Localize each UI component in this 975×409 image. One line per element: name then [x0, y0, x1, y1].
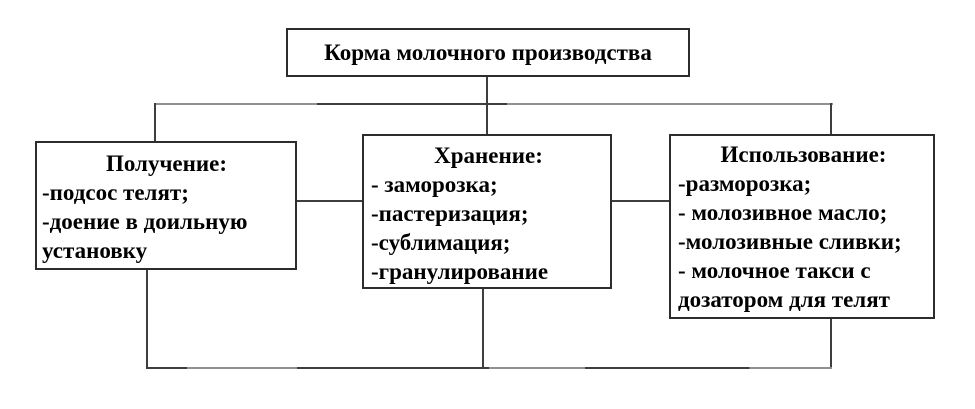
list-item: -доение в доильную установку [42, 209, 248, 263]
storage-node-title: Хранение: [434, 143, 543, 168]
connector-obtaining-to-bottom-line [146, 269, 148, 369]
list-item: -разморозка; [678, 171, 812, 196]
obtaining-node-items: -подсос телят; -доение в доильную устано… [42, 178, 291, 265]
connector-storage-to-bottom-line [482, 288, 484, 369]
list-item: -пастеризация; [371, 201, 529, 226]
connector-root-to-storage-line [486, 77, 488, 135]
list-item: -сублимация; [371, 230, 511, 255]
connector-bottom-return-line [146, 367, 832, 369]
connector-usage-to-bottom-line [830, 318, 832, 369]
connector-storage-usage-line [612, 200, 669, 202]
list-item: - заморозка; [371, 172, 498, 197]
connector-top-to-obtaining-line [154, 103, 156, 142]
list-item: -подсос телят; [42, 180, 189, 205]
root-node-title: Корма молочного производства [324, 39, 652, 65]
usage-node-title: Использование: [720, 142, 887, 167]
list-item: - молозивное масло; [678, 200, 888, 225]
connector-top-to-usage-line [830, 103, 832, 135]
usage-node-box: Использование: -разморозка; - молозивное… [669, 134, 935, 319]
list-item: - молочное такси с дозатором для телят [678, 258, 890, 312]
list-item: -гранулирование [371, 259, 549, 284]
list-item: -молозивные сливки; [678, 229, 902, 254]
usage-node-items: -разморозка; - молозивное масло; -молози… [678, 169, 929, 314]
obtaining-node-title: Получение: [105, 151, 228, 176]
root-node-box: Корма молочного производства [286, 28, 690, 77]
storage-node-box: Хранение: - заморозка; -пастеризация; -с… [362, 134, 612, 289]
obtaining-node-box: Получение: -подсос телят; -доение в доил… [35, 141, 297, 270]
connector-obtaining-storage-line [297, 200, 362, 202]
connector-top-distribution-line [154, 103, 833, 105]
storage-node-items: - заморозка; -пастеризация; -сублимация;… [371, 170, 606, 286]
